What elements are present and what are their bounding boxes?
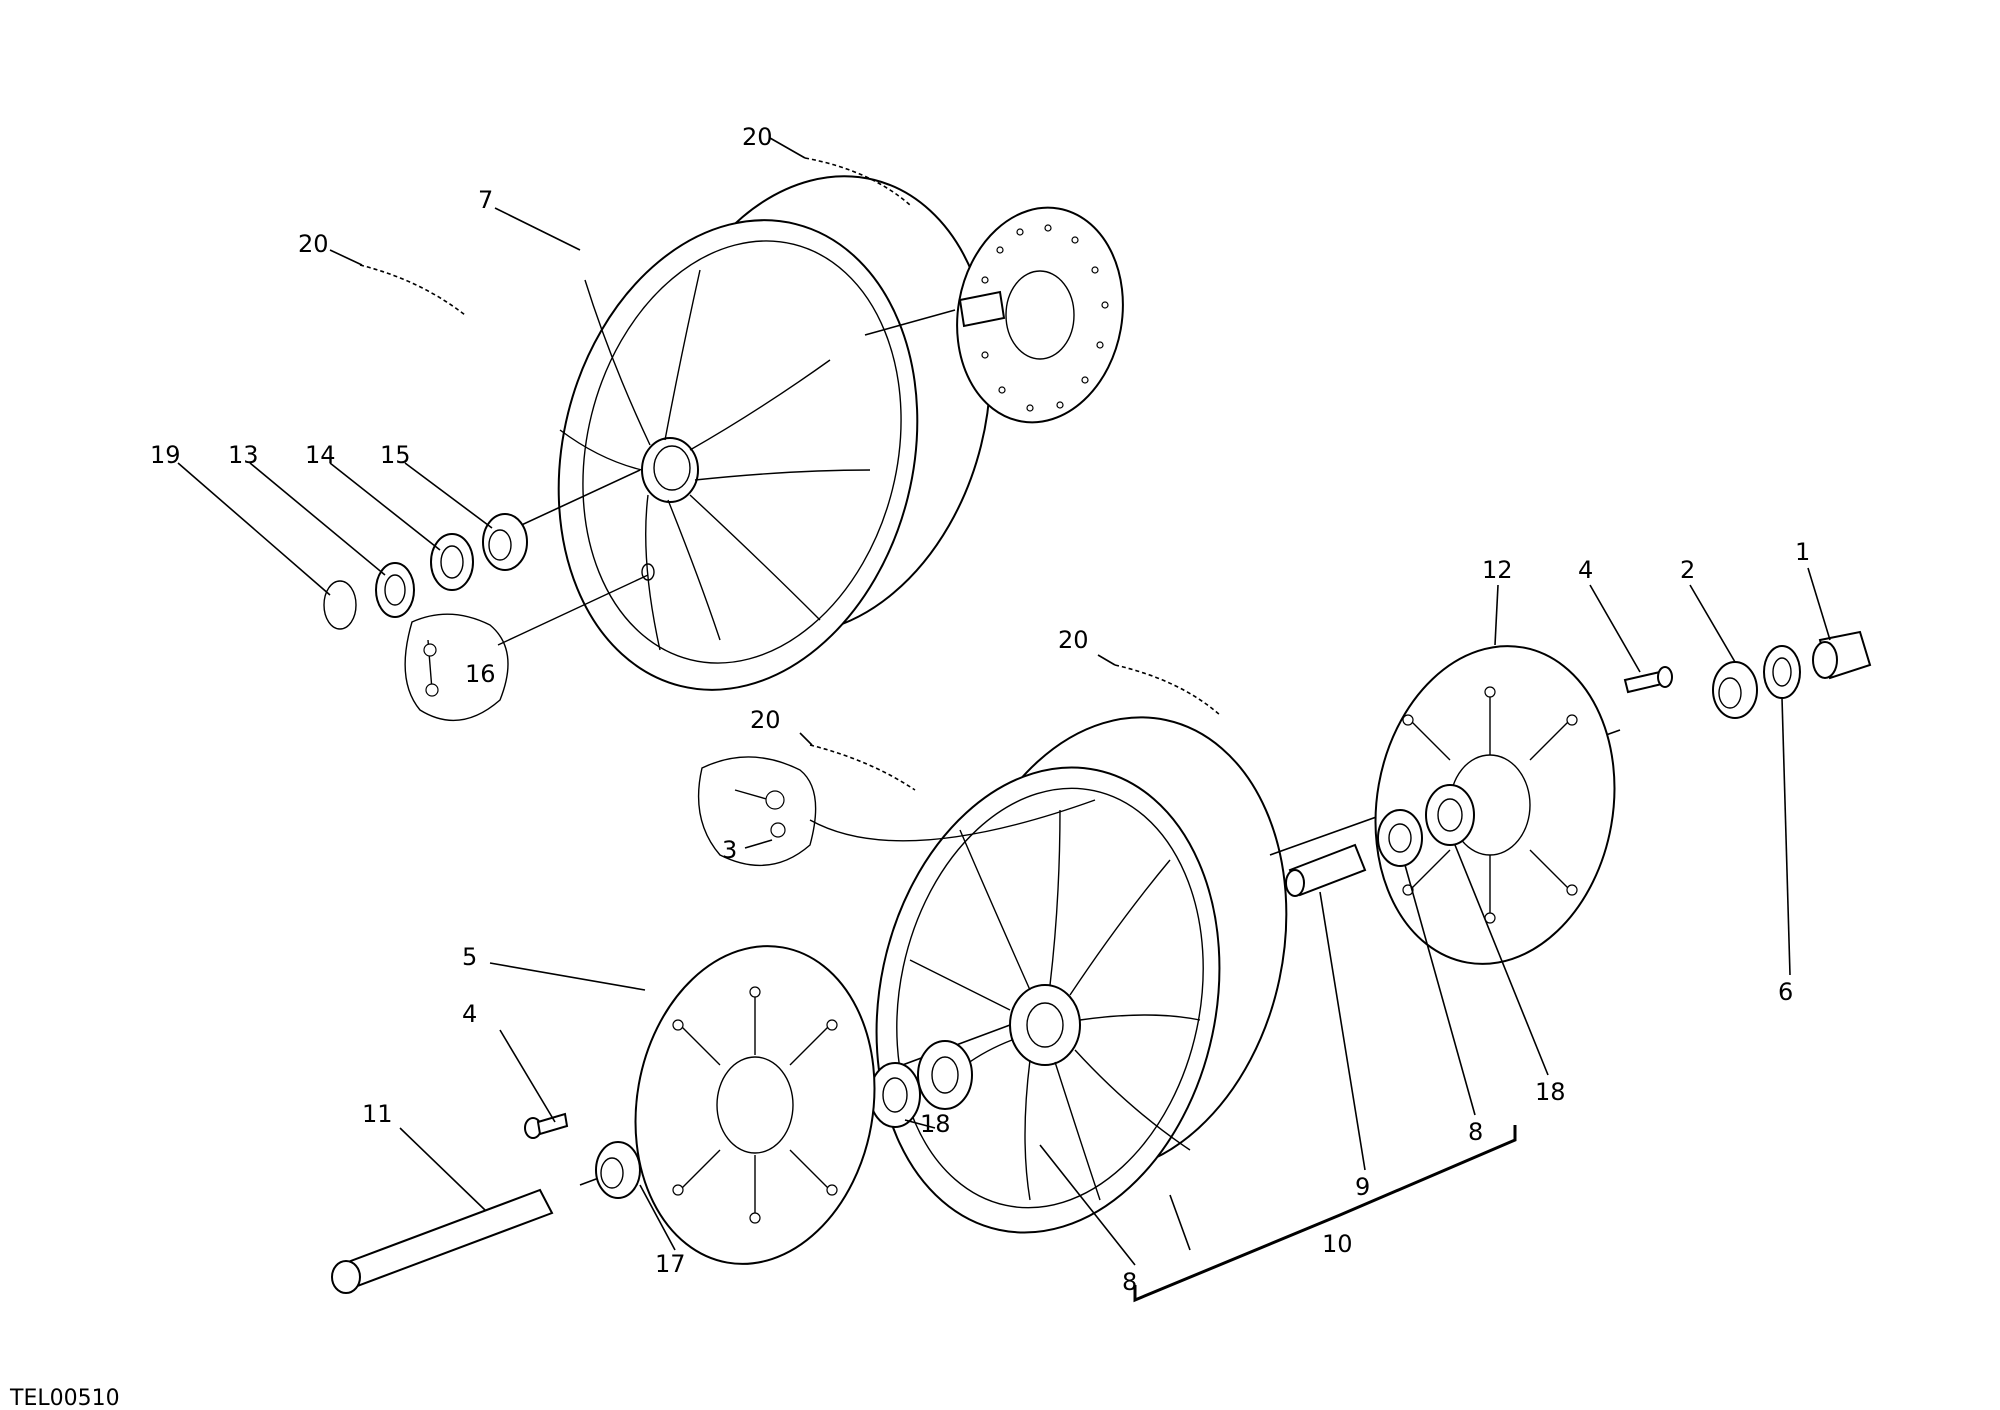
callout-17: 17 — [655, 1250, 686, 1278]
front-spacer-2 — [1712, 661, 1758, 719]
callout-20: 20 — [742, 123, 773, 151]
callout-20: 20 — [298, 230, 329, 258]
rear-spacer-15 — [482, 513, 528, 571]
front-left-disc-5 — [634, 945, 876, 1265]
callout-2: 2 — [1680, 556, 1695, 584]
callout-14: 14 — [305, 441, 336, 469]
callout-11: 11 — [362, 1100, 393, 1128]
sticker-20-c — [1114, 664, 1221, 716]
callout-13: 13 — [228, 441, 259, 469]
rear-circlip-19 — [323, 580, 357, 630]
front-nut-1 — [1812, 630, 1872, 680]
front-wheel — [875, 716, 1288, 1234]
rear-wheel — [557, 175, 992, 691]
rear-valve-detail-16 — [404, 574, 649, 722]
callout-19: 19 — [150, 441, 181, 469]
rear-nut-13 — [375, 562, 415, 618]
callout-7: 7 — [478, 186, 493, 214]
front-valve-detail-3 — [697, 756, 1096, 867]
callout-20: 20 — [1058, 626, 1089, 654]
front-spacer-9 — [1285, 843, 1367, 897]
callout-4: 4 — [1578, 556, 1593, 584]
front-bearing-18-right — [1425, 784, 1475, 846]
front-axle-11 — [331, 1188, 554, 1294]
callout-20: 20 — [750, 706, 781, 734]
callout-6: 6 — [1778, 978, 1793, 1006]
sticker-20-b — [359, 264, 466, 316]
callout-18: 18 — [1535, 1078, 1566, 1106]
leader-lines — [177, 137, 1831, 1266]
front-screw-4-left — [524, 1112, 569, 1139]
rear-brake-disc — [956, 206, 1124, 424]
callout-8: 8 — [1468, 1118, 1483, 1146]
callout-5: 5 — [462, 943, 477, 971]
callout-3: 3 — [722, 836, 737, 864]
callout-1: 1 — [1795, 538, 1810, 566]
callout-labels: 20 7 20 19 13 14 15 16 20 20 3 12 4 2 1 … — [150, 123, 1810, 1296]
callout-15: 15 — [380, 441, 411, 469]
front-screw-4-right — [1623, 666, 1673, 694]
callout-8: 8 — [1122, 1268, 1137, 1296]
front-spacer-17 — [595, 1141, 641, 1199]
callout-10: 10 — [1322, 1230, 1353, 1258]
callout-9: 9 — [1355, 1173, 1370, 1201]
front-bearing-18-left — [869, 1062, 921, 1128]
callout-18: 18 — [920, 1110, 951, 1138]
front-right-disc-12 — [1374, 645, 1616, 965]
bracket-10 — [1133, 1125, 1517, 1303]
sticker-20-d — [809, 744, 916, 791]
rear-seal-14 — [430, 533, 474, 591]
callout-16: 16 — [465, 660, 496, 688]
drawing-code: TEL00510 — [9, 1386, 120, 1410]
front-washer-6 — [1763, 645, 1801, 699]
callout-12: 12 — [1482, 556, 1513, 584]
callout-4: 4 — [462, 1000, 477, 1028]
front-bearing-8-right — [1377, 809, 1423, 867]
front-bearing-8-left — [917, 1040, 973, 1110]
